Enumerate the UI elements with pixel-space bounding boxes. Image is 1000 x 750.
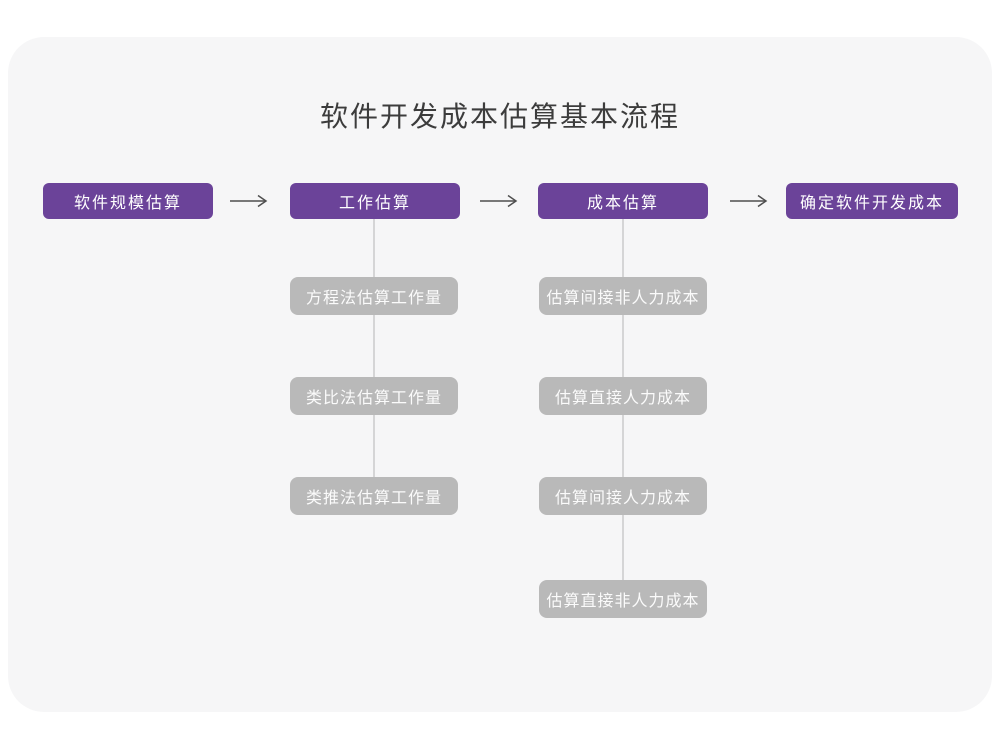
sub-step-label: 类比法估算工作量	[305, 390, 442, 407]
flow-step-label: 软件规模估算	[73, 195, 182, 212]
flow-step-label: 工作估算	[338, 195, 411, 212]
cost-substep-direct-labor: 估算直接人力成本	[539, 377, 707, 415]
work-substep-analogy-method: 类比法估算工作量	[290, 377, 458, 415]
flow-step-work-estimation: 工作估算	[290, 183, 460, 219]
flow-step-label: 成本估算	[586, 195, 659, 212]
sub-step-label: 方程法估算工作量	[305, 290, 442, 307]
cost-substep-indirect-nonlabor: 估算间接非人力成本	[539, 277, 707, 315]
diagram-card	[8, 37, 992, 712]
work-substep-extrapolation-method: 类推法估算工作量	[290, 477, 458, 515]
cost-substep-direct-nonlabor: 估算直接非人力成本	[539, 580, 707, 618]
sub-step-label: 估算间接非人力成本	[546, 290, 700, 307]
cost-substep-indirect-labor: 估算间接人力成本	[539, 477, 707, 515]
flow-step-software-scale-estimation: 软件规模估算	[43, 183, 213, 219]
sub-step-label: 估算直接非人力成本	[546, 593, 700, 610]
arrow-right-icon	[230, 194, 268, 208]
sub-step-label: 类推法估算工作量	[305, 490, 442, 507]
sub-step-label: 估算间接人力成本	[554, 490, 691, 507]
arrow-right-icon	[730, 194, 768, 208]
work-column-connector-line	[373, 218, 375, 496]
flow-step-label: 确定软件开发成本	[799, 195, 944, 212]
flow-step-determine-dev-cost: 确定软件开发成本	[786, 183, 958, 219]
work-substep-equation-method: 方程法估算工作量	[290, 277, 458, 315]
arrow-right-icon	[480, 194, 518, 208]
sub-step-label: 估算直接人力成本	[554, 390, 691, 407]
flow-step-cost-estimation: 成本估算	[538, 183, 708, 219]
page-title: 软件开发成本估算基本流程	[319, 101, 680, 132]
